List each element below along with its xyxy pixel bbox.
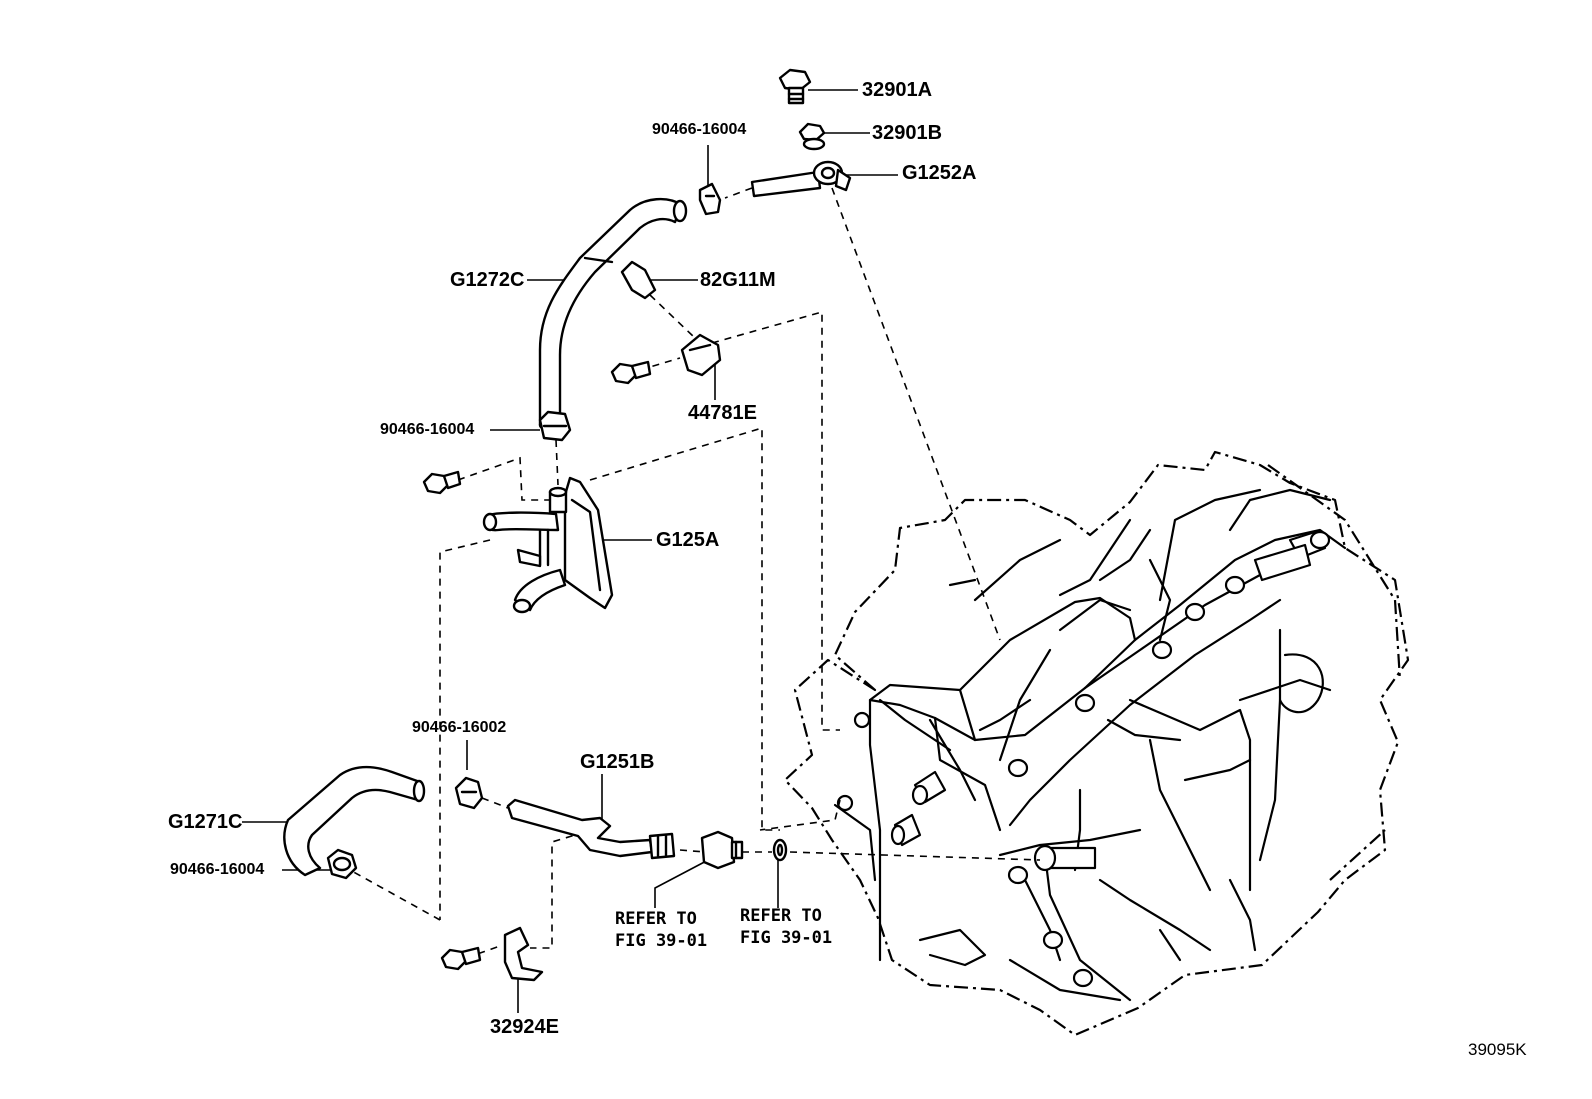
label-32924E[interactable]: 32924E — [490, 1016, 559, 1038]
washer-32901B[interactable] — [798, 122, 826, 151]
label-G1272C[interactable]: G1272C — [450, 269, 525, 291]
label-90466-16004-top[interactable]: 90466-16004 — [652, 121, 747, 138]
clip-82G11M[interactable] — [620, 260, 657, 300]
diagram-code: 39095K — [1468, 1040, 1527, 1059]
clamp-90466-16004-top[interactable] — [698, 182, 722, 216]
bolt-lower[interactable] — [440, 946, 482, 971]
cooler-G125A[interactable] — [482, 476, 614, 614]
bracket-32924E[interactable] — [503, 926, 544, 982]
label-32901A[interactable]: 32901A — [862, 79, 933, 101]
bolt-cooler[interactable] — [422, 470, 462, 495]
label-82G11M[interactable]: 82G11M — [700, 269, 776, 291]
label-32901B[interactable]: 32901B — [872, 122, 943, 144]
pipe-G1252A[interactable] — [750, 160, 852, 198]
union-fitting[interactable] — [700, 830, 744, 870]
transaxle-case — [783, 450, 1410, 1037]
label-G1251B[interactable]: G1251B — [580, 751, 655, 773]
label-G1271C[interactable]: G1271C — [168, 811, 243, 833]
refer-to-fig-right[interactable]: REFER TO FIG 39-01 — [740, 906, 833, 948]
label-44781E[interactable]: 44781E — [688, 402, 757, 424]
label-90466-16004-low[interactable]: 90466-16004 — [170, 861, 265, 878]
bolt-32901A[interactable] — [778, 68, 812, 105]
gasket[interactable] — [772, 838, 788, 862]
hose-G1271C[interactable] — [283, 765, 426, 877]
bolt-bracket[interactable] — [610, 360, 652, 385]
label-90466-16004-mid[interactable]: 90466-16004 — [380, 421, 475, 438]
hose-G1272C[interactable] — [538, 197, 688, 432]
assembly-lines — [242, 89, 1041, 1013]
clamp-90466-16002[interactable] — [454, 776, 484, 810]
clamp-90466-16004-mid[interactable] — [538, 410, 572, 442]
label-G125A[interactable]: G125A — [656, 529, 720, 551]
label-90466-16002[interactable]: 90466-16002 — [412, 719, 507, 736]
pipe-G1251B[interactable] — [506, 798, 676, 860]
bracket-44781E[interactable] — [680, 333, 722, 377]
refer-to-fig-left[interactable]: REFER TO FIG 39-01 — [615, 909, 708, 951]
clamp-90466-16004-low[interactable] — [326, 848, 358, 880]
label-G1252A[interactable]: G1252A — [902, 162, 977, 184]
